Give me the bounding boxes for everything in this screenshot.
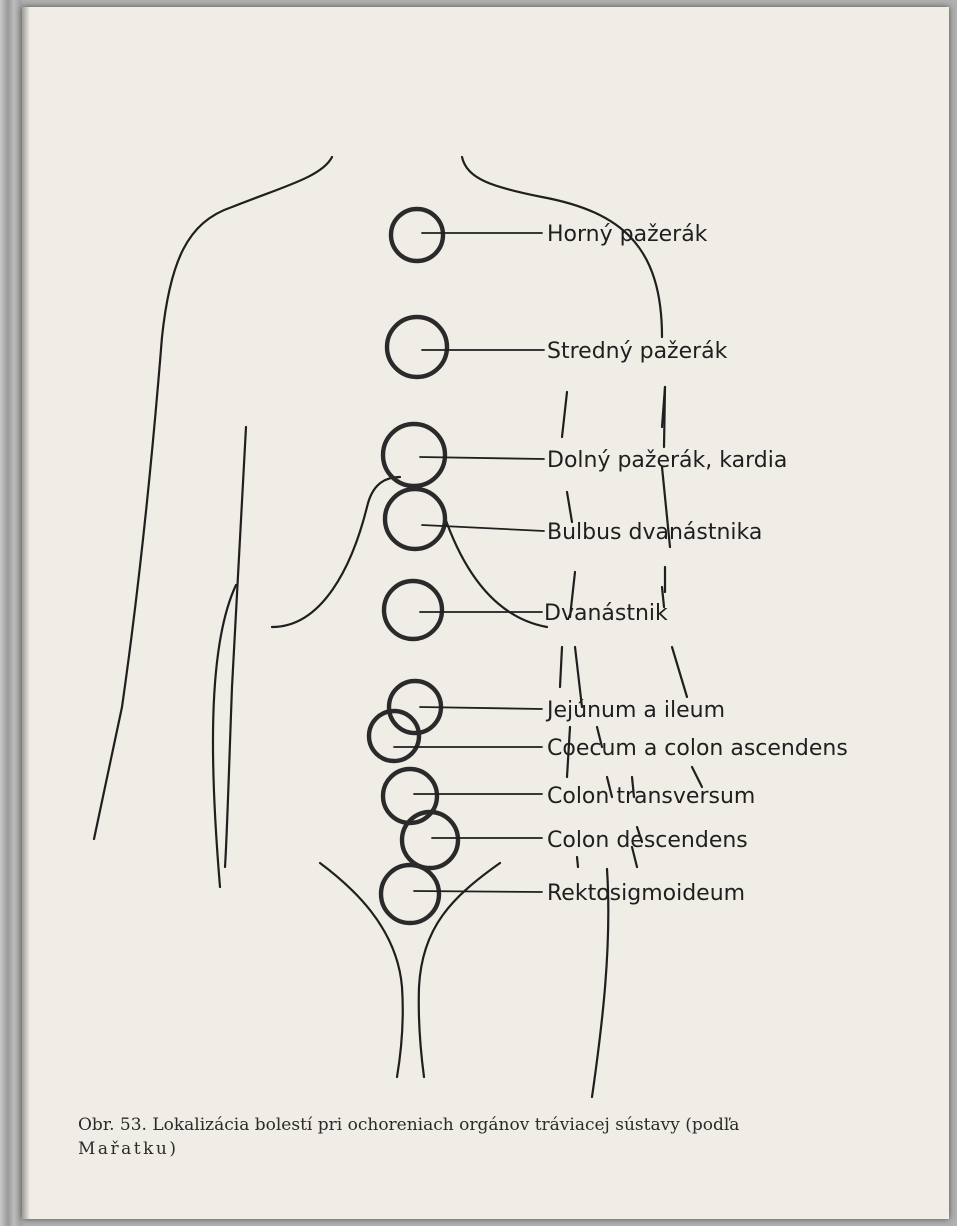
pelvis-left	[320, 863, 403, 1077]
figure-caption: Obr. 53. Lokalizácia bolestí pri ochoren…	[78, 1113, 918, 1161]
label-colon-descendens: Colon descendens	[547, 828, 748, 853]
left-ribcage-line	[272, 477, 400, 627]
pain-circle-icon	[391, 209, 443, 261]
label-jejunum-ileum: Jejúnum a ileum	[545, 698, 725, 723]
organ-labels: Horný pažerák Stredný pažerák Dolný paže…	[544, 222, 848, 906]
label-duodenal-bulb: Bulbus dvanástnika	[547, 520, 762, 545]
right-shoulder-line	[462, 157, 662, 337]
caption-author: Mařatku)	[78, 1137, 918, 1161]
label-upper-esophagus: Horný pažerák	[547, 222, 708, 247]
right-ribcage-line	[444, 515, 547, 627]
label-coecum: Coecum a colon ascendens	[547, 736, 848, 761]
pain-circle-icon	[385, 489, 445, 549]
label-rektosigmoideum: Rektosigmoideum	[547, 881, 745, 906]
left-side-line	[213, 585, 236, 887]
pain-circle-icon	[387, 317, 447, 377]
pelvis-right	[419, 863, 500, 1077]
pain-circle-icon	[381, 865, 439, 923]
left-arm-inner-line	[225, 427, 246, 867]
pain-circle-icon	[383, 424, 445, 486]
label-colon-transversum: Colon transversum	[547, 784, 755, 809]
pain-localization-diagram: Horný pažerák Stredný pažerák Dolný paže…	[22, 7, 949, 1107]
pain-circle-icon	[384, 581, 442, 639]
pain-circle-icon	[402, 812, 458, 868]
label-lower-esophagus: Dolný pažerák, kardia	[547, 448, 787, 473]
label-duodenum: Dvanástnik	[544, 601, 668, 626]
caption-text: Obr. 53. Lokalizácia bolestí pri ochoren…	[78, 1113, 918, 1137]
label-middle-esophagus: Stredný pažerák	[547, 339, 728, 364]
book-page: Horný pažerák Stredný pažerák Dolný paže…	[22, 7, 949, 1219]
pain-circle-icon	[383, 769, 437, 823]
